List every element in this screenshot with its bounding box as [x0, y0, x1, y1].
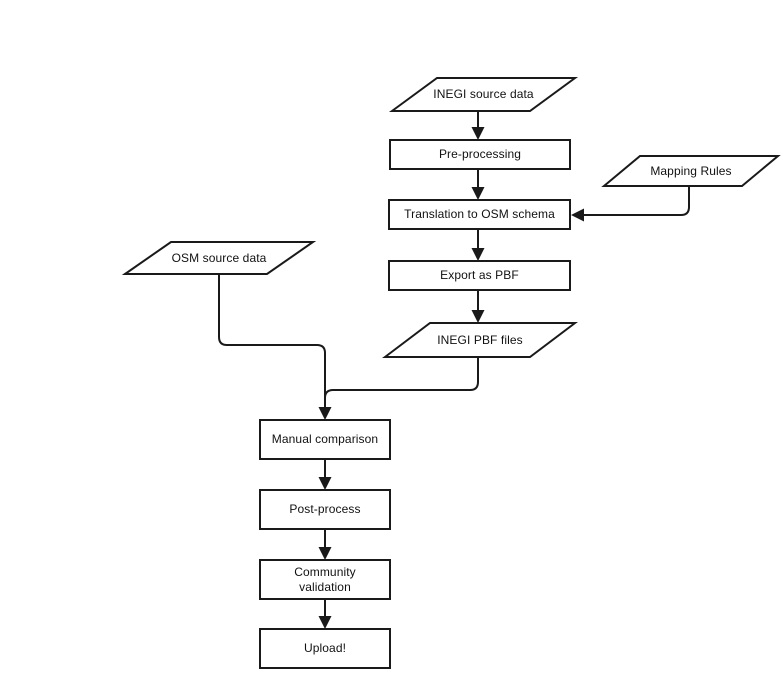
arrowhead-into-translation-right	[571, 208, 584, 222]
node-shape-translation-to-osm-schema	[388, 199, 571, 230]
node-shape-mapping-rules	[601, 155, 781, 187]
node-shape-manual-comparison	[259, 419, 391, 460]
arrowhead-into-postprocess	[318, 477, 332, 490]
arrowhead-into-upload	[318, 616, 332, 629]
node-shape-osm-source-data	[121, 241, 317, 275]
arrowhead-into-community-validation	[318, 547, 332, 560]
node-shape-inegi-source-data	[388, 77, 579, 112]
arrowhead-into-inegi-pbf	[471, 310, 485, 323]
node-shape-export-as-pbf	[388, 260, 571, 291]
edge-mapping-rules-to-translation	[584, 186, 690, 216]
node-shape-inegi-pbf-files	[382, 322, 578, 358]
node-shape-community-validation	[259, 559, 391, 600]
edge-osm-source-to-manual-comparison	[218, 274, 326, 408]
arrowhead-into-export	[471, 248, 485, 261]
arrowhead-into-translation-top	[471, 187, 485, 200]
arrowhead-into-manual-comparison	[318, 407, 332, 420]
node-shape-pre-processing	[389, 139, 571, 170]
node-shape-upload	[259, 628, 391, 669]
node-shape-post-process	[259, 489, 391, 530]
arrowhead-into-preprocessing	[471, 127, 485, 140]
edge-inegi-pbf-to-manual-comparison	[324, 357, 479, 399]
